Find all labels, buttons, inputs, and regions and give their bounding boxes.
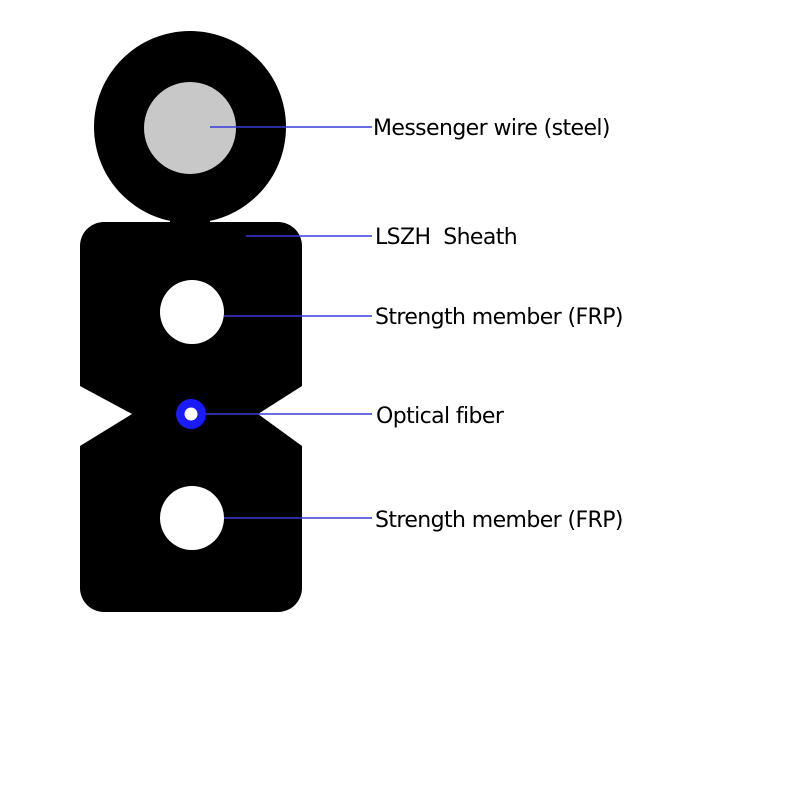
strength-member-top-label: Strength member (FRP) xyxy=(375,305,623,330)
strength-member-top xyxy=(160,280,224,344)
strength-member-bottom xyxy=(160,486,224,550)
messenger-wire-label: Messenger wire (steel) xyxy=(373,116,610,141)
messenger-wire xyxy=(144,82,236,174)
optical-fiber-core xyxy=(184,407,198,421)
sheath-neck xyxy=(170,205,210,235)
strength-member-bottom-label: Strength member (FRP) xyxy=(375,508,623,533)
sheath-label: LSZH Sheath xyxy=(375,225,517,250)
optical-fiber-label: Optical fiber xyxy=(376,404,505,429)
